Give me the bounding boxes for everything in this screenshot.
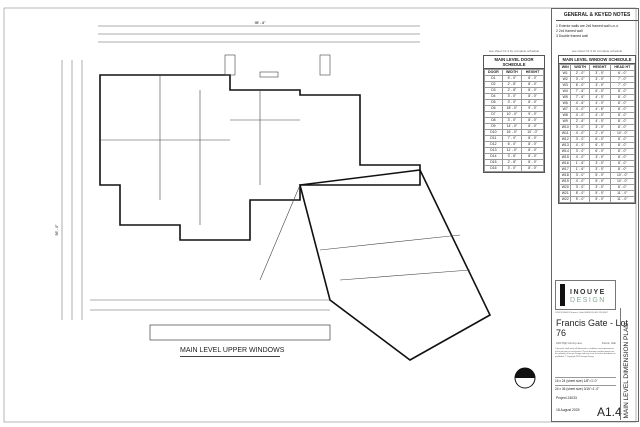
- schedule-cell: 5' - 0": [588, 196, 611, 203]
- caption-underline: [180, 356, 280, 357]
- note-item: 3 Double framed wall: [556, 34, 588, 38]
- schedule-cell: 3' - 0": [501, 165, 523, 172]
- location-left: 1000 High Country Lane: [556, 342, 582, 345]
- window-schedule-title: MAIN LEVEL WINDOW SCHEDULE: [559, 56, 635, 64]
- scale-large: 24 x 36 (sheet size) 3/16"=1'-0": [555, 385, 616, 391]
- note-item: 1 Exterior walls are 2x6 framed wall u.n…: [556, 24, 619, 28]
- north-arrow: [514, 367, 536, 389]
- door-schedule-title: MAIN LEVEL DOOR SCHEDULE: [484, 56, 544, 69]
- project-name: Francis Gate - Lot 76: [556, 318, 629, 338]
- note-item: 2 2x4 framed wall: [556, 29, 583, 33]
- drawing-caption: MAIN LEVEL UPPER WINDOWS: [180, 347, 285, 354]
- sheet-title-panel: MAIN LEVEL DIMENSION PLAN: [620, 308, 636, 420]
- title-block-frame: [551, 8, 639, 422]
- general-notes: GENERAL & KEYED NOTES 1 Exterior walls a…: [556, 12, 638, 39]
- location-right: Francis, Utah: [601, 342, 616, 345]
- issue-date: 18 August 2025: [556, 408, 580, 412]
- schedule-cell: 8' - 0": [521, 165, 544, 172]
- schedule-cell: D16: [484, 165, 503, 172]
- logo-text: INOUYE: [570, 289, 606, 296]
- title-block: INOUYE DESIGN 1234 W 4600 N Francis, Uta…: [553, 278, 638, 421]
- window-schedule-ref: see sheet C1.3 for complete schedule: [571, 49, 623, 53]
- window-schedule: see sheet C1.3 for complete schedule MAI…: [558, 49, 636, 204]
- side-dimension: 56' - 0": [55, 224, 59, 236]
- company-logo: INOUYE DESIGN: [555, 280, 616, 310]
- scale-small: 16 x 24 (sheet size) 1/8"=1'-0": [555, 377, 616, 383]
- project-location: 1000 High Country Lane Francis, Utah: [556, 342, 616, 345]
- door-schedule-ref: see sheet C1.3 for complete schedule: [488, 49, 540, 53]
- door-schedule: see sheet C1.3 for complete schedule MAI…: [483, 49, 545, 173]
- sheet-number: A1.4: [597, 405, 622, 419]
- notes-title: GENERAL & KEYED NOTES: [556, 12, 638, 21]
- company-address: 1234 W 4600 N Francis, Utah 84036 Ph 801…: [555, 312, 608, 314]
- schedule-cell: W22: [558, 196, 572, 203]
- schedule-cell: 11' - 0": [609, 196, 636, 203]
- logo-text: DESIGN: [570, 297, 606, 304]
- overall-dimension: 95' - 6": [255, 21, 267, 25]
- schedule-cell: 5' - 0": [570, 196, 590, 203]
- project-number: Project 24033: [556, 396, 577, 400]
- disclaimer: Contractor shall verify all dimensions, …: [555, 348, 616, 358]
- sheet-title: MAIN LEVEL DIMENSION PLAN: [623, 322, 630, 418]
